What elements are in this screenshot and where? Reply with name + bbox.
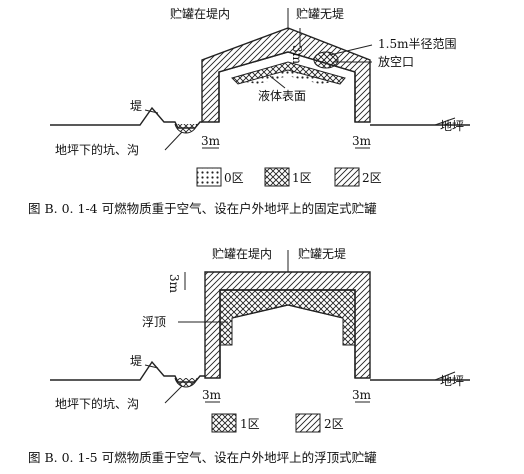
pit-fig2 [174, 377, 198, 388]
label-pit-fig2: 地坪下的坑、沟 [55, 396, 139, 411]
label-3m-right-fig1: 3m [352, 134, 372, 148]
legend-zone0-label: 0区 [224, 171, 244, 185]
label-3m-top-fig2: 3m [167, 274, 181, 294]
label-radius: 1.5m半径范围 [378, 37, 456, 51]
label-3m-left-fig1: 3m [201, 134, 221, 148]
label-floating-roof: 浮顶 [142, 315, 166, 329]
label-no-dike-fig2: 贮罐无堤 [298, 246, 346, 261]
label-pit-fig1: 地坪下的坑、沟 [55, 142, 139, 157]
label-inside-dike-fig2: 贮罐在堤内 [212, 246, 272, 261]
label-3m-right-fig2: 3m [352, 388, 372, 402]
grade-leader-fig2 [434, 371, 456, 381]
caption-fig1: 图 B. 0. 1-4 可燃物质重于空气、设在户外地坪上的固定式贮罐 [28, 201, 377, 216]
tank-shell-fig2 [219, 289, 356, 378]
label-no-dike-fig1: 贮罐无堤 [296, 6, 344, 21]
pit-leader-fig1 [164, 131, 183, 151]
figure-floating-roof-tank: 贮罐在堤内 贮罐无堤 3m 浮顶 堤 地坪 地坪下的坑、沟 3m 3m 1区 2… [28, 246, 470, 465]
figure-fixed-roof-tank: 贮罐在堤内 贮罐无堤 3m 1.5m半径范围 放空口 液体表面 堤 地坪 地坪下… [28, 6, 470, 216]
legend-zone1-swatch-fig1 [264, 167, 290, 187]
ground-line-fig2 [50, 360, 470, 383]
label-dike-fig2: 堤 [130, 354, 142, 368]
legend-zone2-label-fig2: 2区 [324, 417, 344, 431]
vent-leader-1 [329, 44, 373, 56]
floating-roof [231, 304, 344, 319]
caption-fig2: 图 B. 0. 1-5 可燃物质重于空气、设在户外地坪上的浮顶式贮罐 [28, 450, 377, 465]
dike-leader-fig2 [144, 364, 159, 369]
legend-zone2-swatch-fig2 [295, 413, 321, 433]
legend-zone1-label-fig2: 1区 [240, 417, 260, 431]
label-liquid-surface: 液体表面 [258, 88, 306, 103]
ground-line-fig1 [50, 106, 470, 129]
label-3m-left-fig2: 3m [202, 388, 222, 402]
zone1-area-fig2 [219, 289, 356, 346]
legend-zone1-label-fig1: 1区 [292, 171, 312, 185]
label-grade-fig2: 地坪 [440, 374, 464, 388]
label-3m-top-fig1: 3m [290, 45, 304, 65]
legend-zone2-label-fig1: 2区 [362, 171, 382, 185]
legend-zone1-swatch-fig2 [211, 413, 237, 433]
vent-radius-zone-fig1 [313, 51, 339, 69]
tank-shell-fig1 [218, 51, 356, 122]
zone0-area-fig1 [245, 70, 335, 84]
label-dike-fig1: 堤 [130, 99, 142, 113]
legend-zone0-swatch [196, 167, 222, 187]
dike-leader-fig1 [144, 109, 159, 114]
label-inside-dike-fig1: 贮罐在堤内 [170, 6, 230, 21]
liquid-leader [269, 75, 286, 89]
legend-zone2-swatch-fig1 [334, 167, 360, 187]
label-grade-fig1: 地坪 [440, 119, 464, 133]
pit-fig1 [174, 123, 198, 134]
label-vent: 放空口 [378, 54, 414, 69]
pit-leader-fig2 [164, 385, 183, 404]
grade-leader-fig1 [434, 117, 456, 126]
